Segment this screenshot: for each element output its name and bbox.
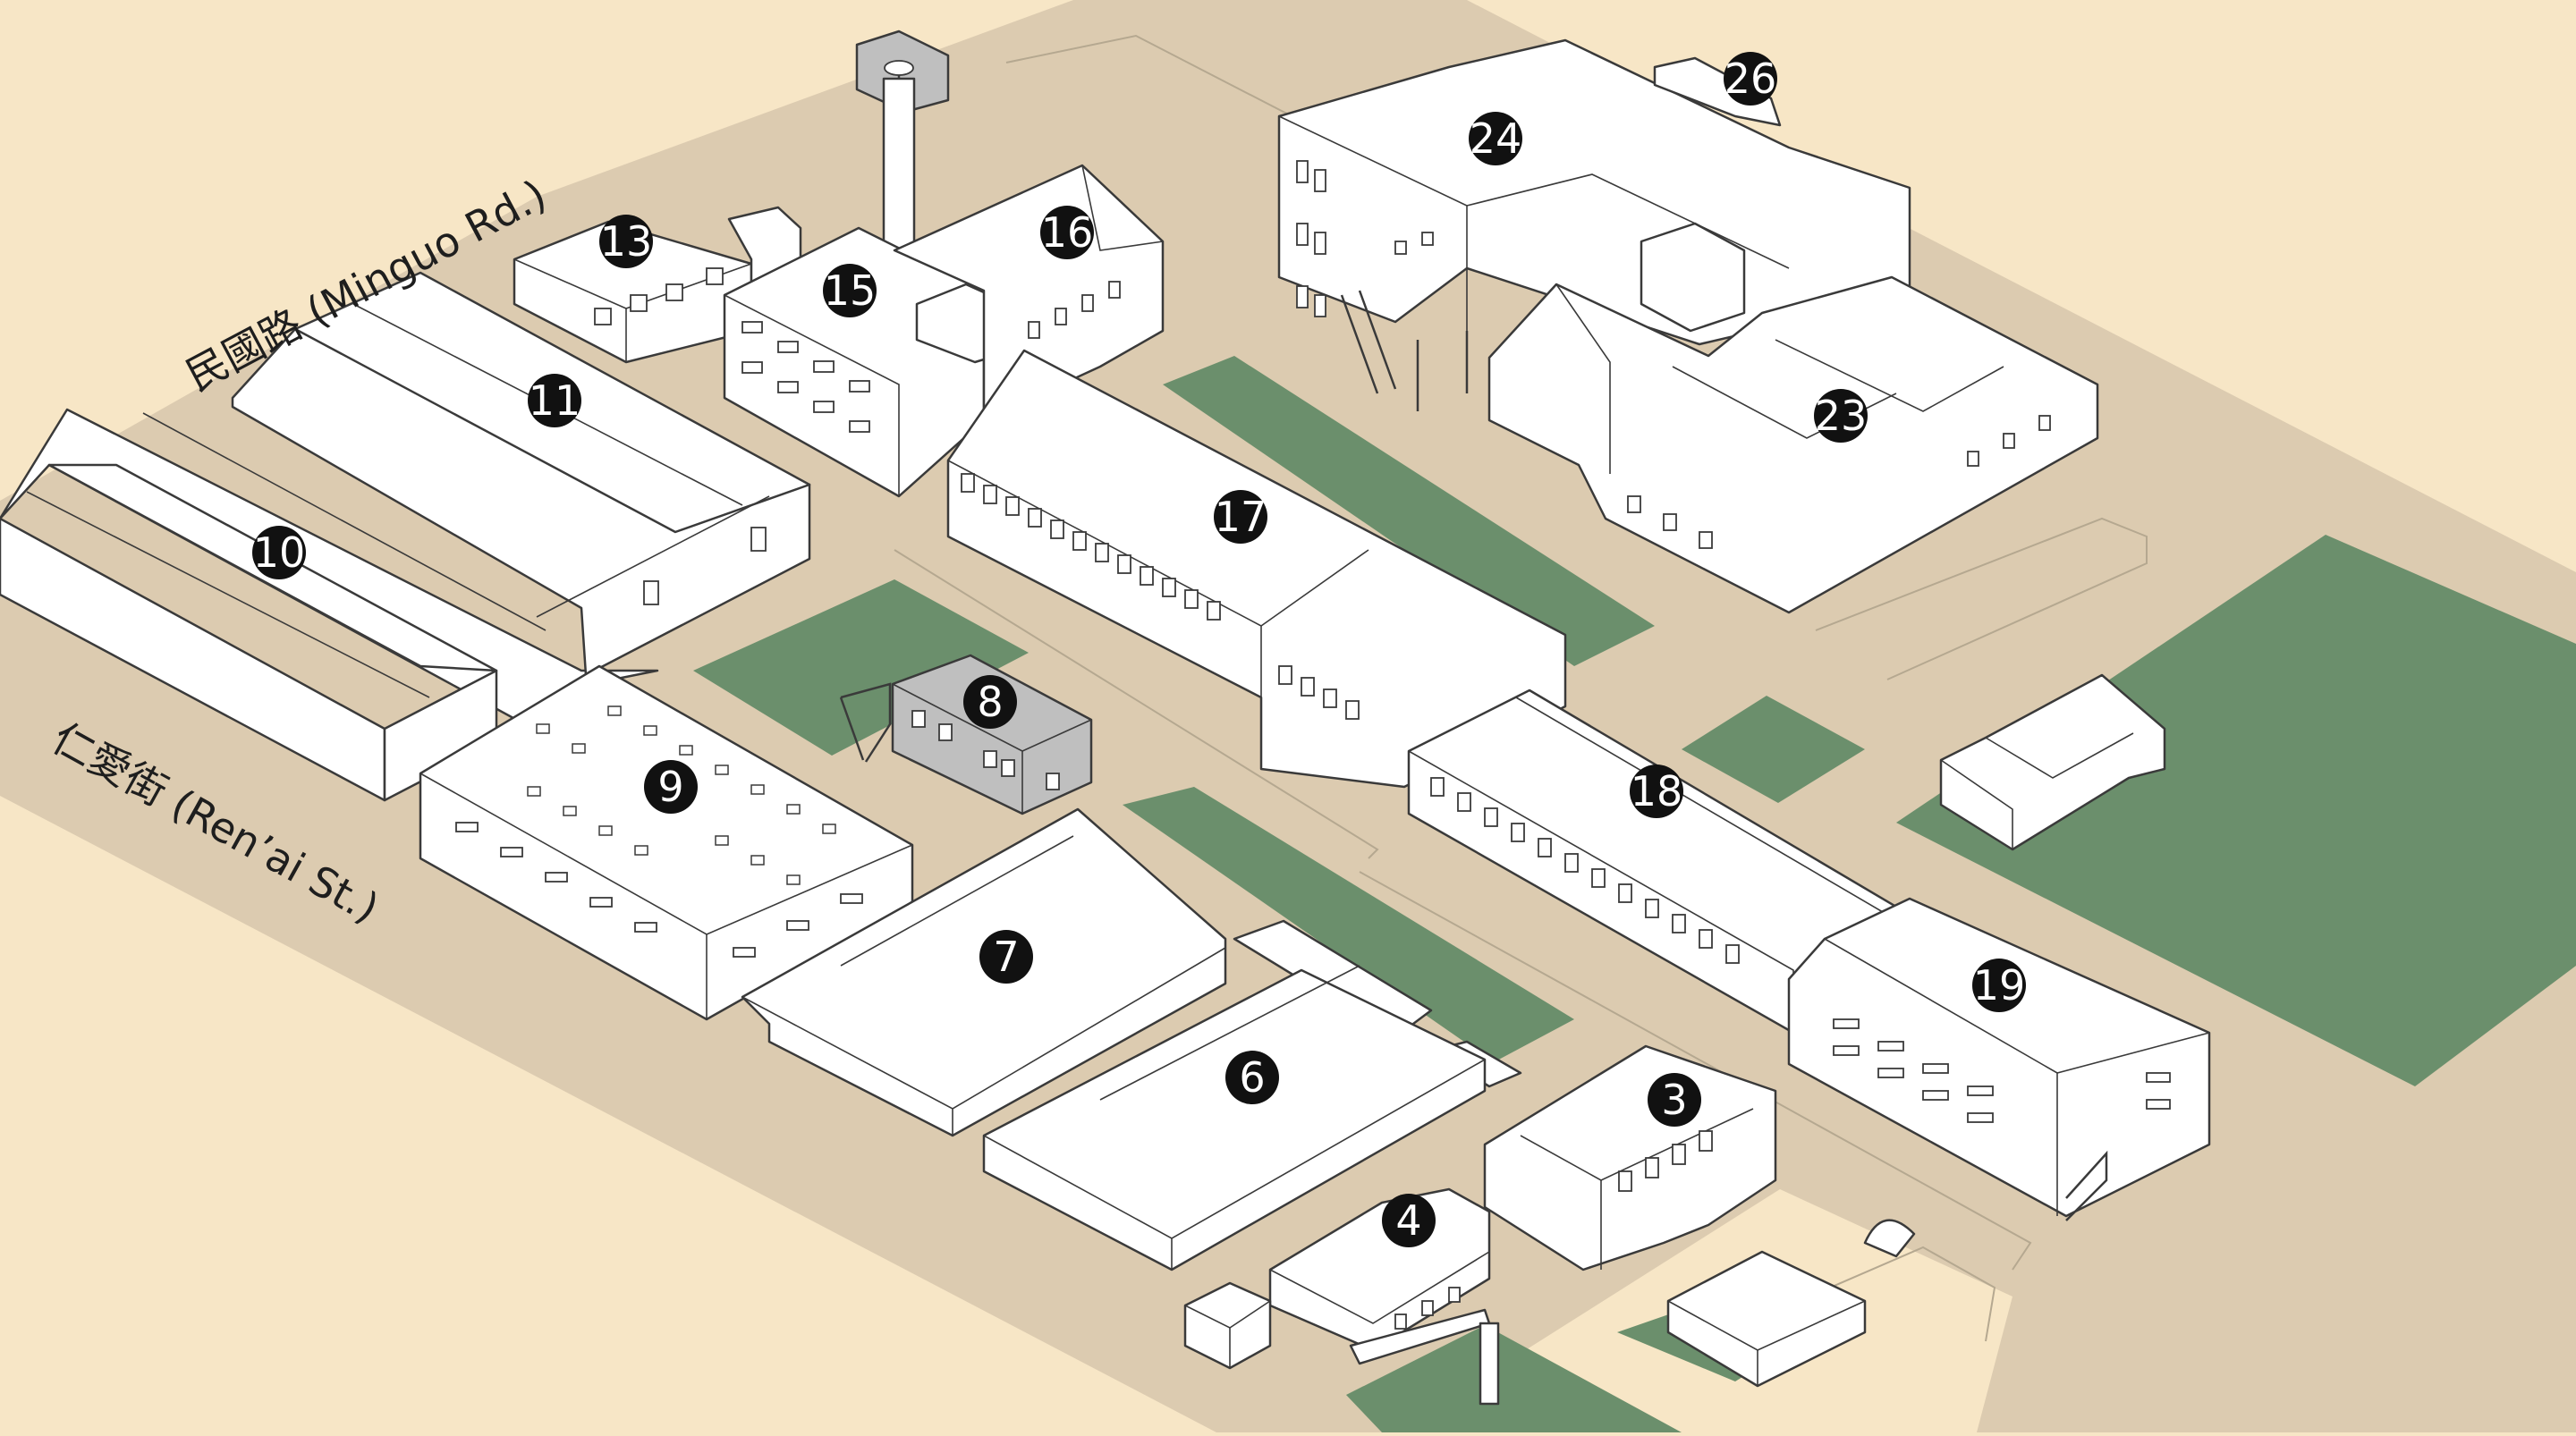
marker-8-label: 8	[977, 678, 1003, 726]
marker-17[interactable]: 17	[1214, 490, 1267, 544]
marker-26[interactable]: 26	[1724, 52, 1777, 106]
shed	[1183, 1281, 1272, 1370]
building-8[interactable]	[839, 654, 1093, 815]
marker-24-label: 24	[1470, 114, 1522, 163]
building-6[interactable]	[982, 965, 1487, 1271]
marker-10-label: 10	[253, 528, 306, 577]
marker-18-label: 18	[1631, 767, 1683, 815]
building-24[interactable]	[1277, 38, 1911, 411]
building-7[interactable]	[741, 807, 1227, 1137]
building-16[interactable]	[893, 164, 1165, 422]
marker-7-label: 7	[993, 933, 1019, 981]
site-outlines	[894, 34, 2148, 1342]
pavilion	[1666, 1250, 1867, 1388]
building-9-skylights	[527, 705, 836, 885]
marker-3-label: 3	[1661, 1076, 1687, 1124]
marker-4-label: 4	[1395, 1196, 1421, 1245]
marker-23-label: 23	[1815, 392, 1868, 440]
building-18-windows	[1430, 777, 1740, 964]
building-3[interactable]	[1483, 1044, 1777, 1271]
marker-11-label: 11	[529, 376, 581, 425]
marker-26-label: 26	[1724, 55, 1777, 103]
marker-13-label: 13	[600, 217, 653, 266]
marker-23[interactable]: 23	[1814, 389, 1868, 443]
lawn-north	[1163, 356, 1655, 666]
marker-9[interactable]: 9	[644, 760, 698, 814]
lawn-small	[1682, 696, 1865, 803]
marker-7[interactable]: 7	[979, 930, 1033, 984]
marker-4[interactable]: 4	[1382, 1194, 1436, 1247]
building-east-annex	[1939, 673, 2166, 851]
marker-16[interactable]: 16	[1040, 206, 1094, 259]
marker-15[interactable]: 15	[823, 264, 877, 317]
lawn-center	[1123, 787, 1574, 1062]
lawns	[693, 356, 2576, 1432]
building-23[interactable]	[1487, 275, 2099, 614]
marker-19-label: 19	[1973, 961, 2026, 1009]
marker-10[interactable]: 10	[252, 526, 306, 579]
lawn-south	[1346, 1325, 1682, 1432]
water-tower	[855, 30, 950, 250]
lawn-east	[1896, 535, 2576, 1086]
building-19[interactable]	[1787, 897, 2211, 1221]
marker-3[interactable]: 3	[1648, 1073, 1701, 1127]
building-17-windows	[961, 473, 1360, 720]
marker-9-label: 9	[657, 763, 683, 811]
monument	[1479, 1219, 1916, 1406]
marker-13[interactable]: 13	[599, 215, 653, 268]
marker-24[interactable]: 24	[1469, 112, 1522, 165]
marker-6-label: 6	[1239, 1053, 1265, 1102]
marker-18[interactable]: 18	[1630, 764, 1683, 818]
building-17[interactable]	[946, 349, 1567, 789]
building-26	[1653, 56, 1782, 127]
marker-17-label: 17	[1215, 493, 1267, 541]
building-18[interactable]	[1407, 688, 1907, 1035]
marker-8[interactable]: 8	[963, 675, 1017, 729]
marker-11[interactable]: 11	[528, 374, 581, 427]
marker-6[interactable]: 6	[1225, 1051, 1279, 1104]
marker-15-label: 15	[824, 266, 877, 315]
marker-19[interactable]: 19	[1972, 959, 2026, 1012]
lawn-west	[693, 579, 1029, 756]
marker-16-label: 16	[1041, 208, 1094, 257]
